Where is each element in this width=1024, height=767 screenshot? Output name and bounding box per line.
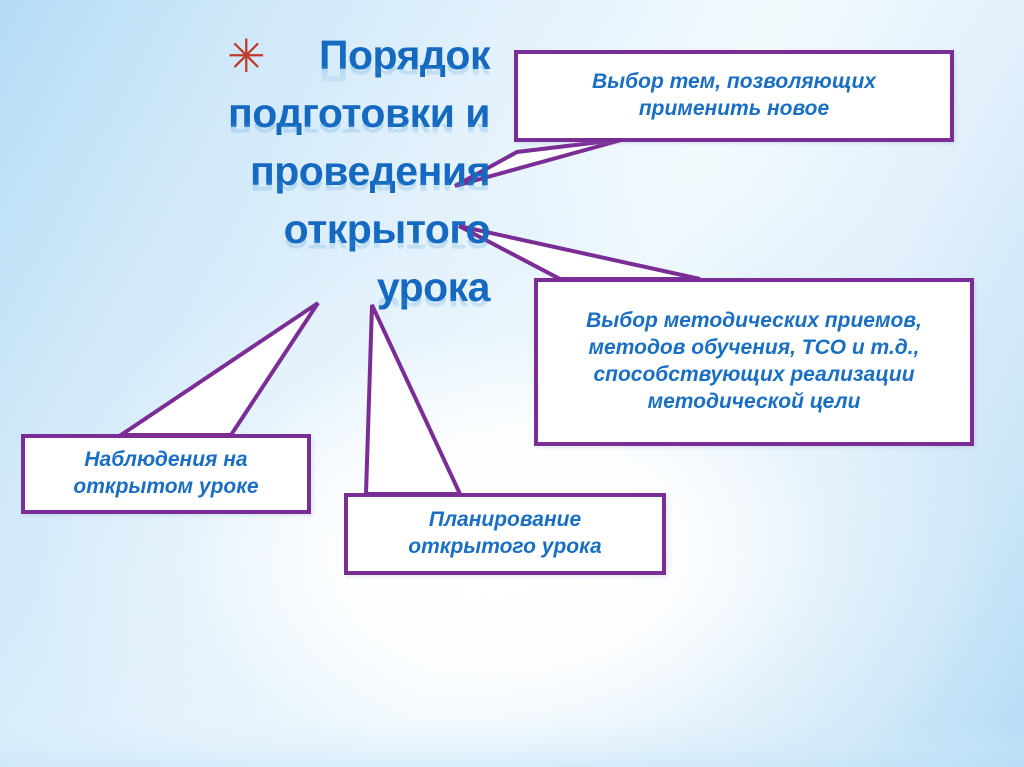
callout-box-planning[interactable]: Планирование открытого урока — [344, 493, 666, 575]
title-line-1-text: Порядок — [318, 32, 491, 78]
title-line-1: Порядок Порядок — [150, 30, 491, 90]
callout-box-observations-line-2: открытом уроке — [73, 475, 259, 498]
callout-box-observations-line-1: Наблюдения на — [84, 448, 248, 472]
callout-box-topic-selection-line-2: применить новое — [638, 97, 830, 120]
title-line-5: урока урока — [150, 262, 491, 322]
callout-box-methods-selection-line-1: Выбор методических приемов, — [586, 309, 922, 333]
callout-box-methods-selection-line-2: методов обучения, ТСО и т.д., — [588, 336, 920, 360]
tail-to-plan-box — [363, 304, 464, 496]
tail-to-methods-box — [458, 224, 701, 281]
callout-box-methods-selection[interactable]: Выбор методических приемов, методов обуч… — [534, 278, 974, 446]
callout-box-planning-line-1: Планирование — [428, 508, 582, 532]
callout-box-methods-selection-line-4: методической цели — [647, 389, 861, 413]
callout-box-topic-selection[interactable]: Выбор тем, позволяющих применить новое — [514, 50, 954, 142]
page-title: ✳ Порядок Порядок подготовки и подготовк… — [150, 30, 491, 322]
callout-box-planning-line-2: открытого урока — [408, 535, 602, 558]
asterisk-bullet-icon: ✳ — [227, 31, 266, 82]
title-line-2: подготовки и подготовки и — [150, 88, 490, 148]
callout-box-observations[interactable]: Наблюдения на открытом уроке — [21, 434, 311, 514]
title-line-3: проведения проведения — [150, 146, 491, 206]
title-line-3-text: проведения — [249, 148, 491, 194]
title-line-2-text: подготовки и — [228, 90, 490, 136]
background-floor-gradient — [0, 721, 1024, 767]
callout-box-methods-selection-line-3: способствующих реализации — [593, 363, 915, 386]
title-line-5-reflection: урока — [376, 298, 490, 322]
title-line-4-text: открытого — [283, 206, 491, 252]
title-line-5-text: урока — [376, 264, 491, 310]
callout-box-topic-selection-line-1: Выбор тем, позволяющих — [592, 70, 876, 94]
title-line-4: открытого открытого — [150, 204, 491, 264]
